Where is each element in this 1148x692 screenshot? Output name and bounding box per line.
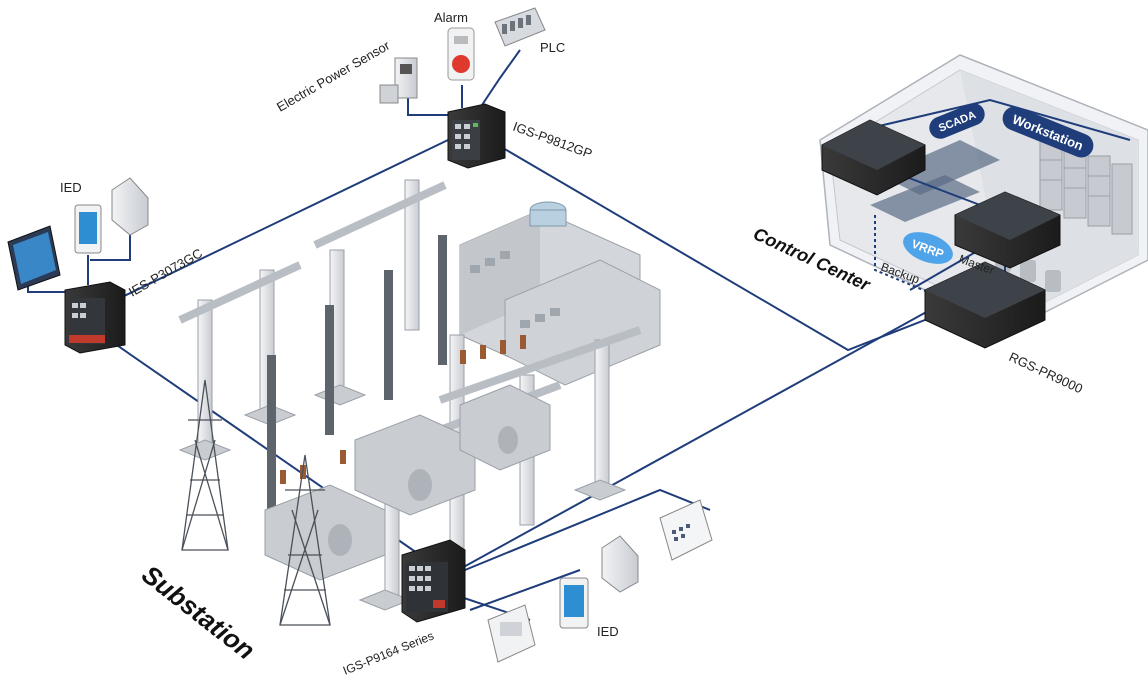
scada-badge bbox=[929, 103, 985, 139]
substation-label: Substation bbox=[136, 559, 260, 665]
tablet-icon bbox=[7, 225, 61, 291]
router-icon[interactable] bbox=[821, 119, 926, 196]
power-sensor-icon bbox=[379, 57, 418, 104]
meter-icon bbox=[487, 604, 536, 663]
alarm-icon bbox=[447, 27, 475, 81]
router-icon[interactable] bbox=[924, 261, 1046, 349]
keypad-icon bbox=[659, 499, 713, 561]
backup-link bbox=[874, 215, 936, 296]
switch-icon[interactable] bbox=[401, 539, 466, 623]
meter-icon bbox=[111, 177, 149, 236]
ies-p3073gc-label: IES-P3073GC bbox=[126, 245, 205, 299]
plc-label: PLC bbox=[540, 40, 565, 55]
ied-icon bbox=[74, 204, 102, 254]
vrrp-badge bbox=[903, 232, 953, 264]
switch-icon[interactable] bbox=[447, 103, 506, 169]
substation-structure bbox=[178, 179, 661, 611]
workstation-badge bbox=[1002, 106, 1094, 158]
igs-p9164-label: IGS-P9164 Series bbox=[341, 629, 436, 678]
alarm-label: Alarm bbox=[434, 10, 468, 25]
power-sensor-label: Electric Power Sensor bbox=[274, 37, 393, 114]
rgs-pr9000-label: RGS-PR9000 bbox=[1007, 349, 1085, 396]
switch-icon[interactable] bbox=[64, 281, 126, 354]
ied-top-label: IED bbox=[60, 180, 82, 195]
plc-icon bbox=[494, 7, 546, 47]
router-icon[interactable] bbox=[954, 191, 1061, 269]
igs-p9812gp-label: IGS-P9812GP bbox=[511, 119, 594, 162]
meter-icon bbox=[601, 535, 639, 593]
ied-icon bbox=[559, 577, 589, 629]
ied-bottom-label: IED bbox=[597, 624, 619, 639]
transmission-tower-icon bbox=[279, 454, 331, 626]
transmission-tower-icon bbox=[181, 379, 229, 551]
